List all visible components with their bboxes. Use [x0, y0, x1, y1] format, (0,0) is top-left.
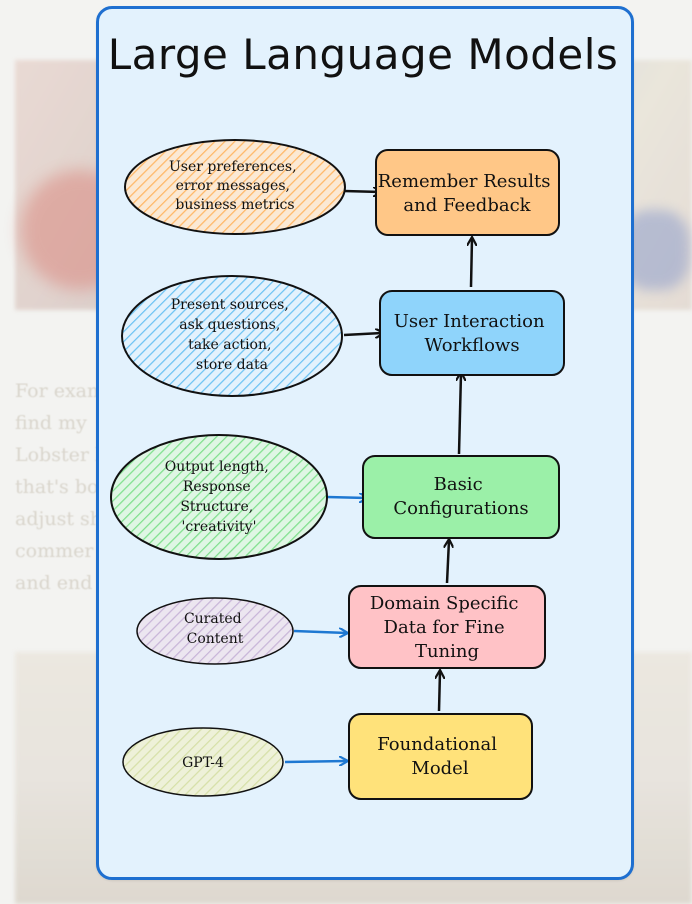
- node-domain-line-1: Domain Specific: [370, 593, 519, 614]
- input-config-line-2: Response: [183, 479, 251, 495]
- edge-content-input: [293, 631, 347, 633]
- svg-text:GPT-4: GPT-4: [182, 755, 224, 771]
- node-remember-line-1: Remember Results: [378, 171, 551, 192]
- input-gpt[interactable]: GPT-4: [122, 727, 284, 797]
- node-interaction[interactable]: User Interaction Workflows: [379, 290, 565, 376]
- input-config-line-1: Output length,: [165, 459, 269, 475]
- svg-text:Remember Results and F: Remember Results and Feedback: [378, 171, 557, 216]
- edge-feedback-input: [343, 191, 381, 192]
- edge-interaction-to-remember: [471, 238, 472, 288]
- input-gpt-line-1: GPT-4: [182, 755, 224, 771]
- background-line: and end: [15, 572, 93, 594]
- background-line: find my: [15, 412, 87, 434]
- svg-text:Output length, Respons: Output length, Response Structure, 'crea…: [165, 459, 273, 535]
- edge-workflow-input: [343, 333, 383, 335]
- input-workflow[interactable]: Present sources, ask questions, take act…: [121, 275, 343, 397]
- svg-text:Curated Content: Curated Content: [184, 611, 246, 647]
- input-content-line-1: Curated: [184, 611, 242, 627]
- node-remember-line-2: and Feedback: [403, 195, 531, 216]
- background-line: For exam y: [15, 380, 122, 402]
- background-line: that's bo n: [15, 476, 117, 498]
- svg-text:Foundational Model: Foundational Model: [377, 734, 502, 779]
- input-feedback-line-1: User preferences,: [169, 159, 297, 175]
- input-config-line-3: Structure,: [180, 499, 253, 515]
- node-remember[interactable]: Remember Results and Feedback: [375, 149, 560, 236]
- node-config-line-2: Configurations: [393, 498, 528, 519]
- diagram-title: Large Language Models: [108, 30, 619, 79]
- input-config[interactable]: Output length, Response Structure, 'crea…: [110, 434, 328, 560]
- edge-gpt-input: [284, 761, 347, 762]
- edges-layer: [439, 238, 472, 712]
- node-domain-line-2: Data for Fine: [384, 617, 505, 638]
- input-feedback-line-2: error messages,: [176, 178, 290, 194]
- input-config-line-4: 'creativity': [182, 519, 257, 535]
- input-feedback-line-3: business metrics: [175, 197, 294, 213]
- svg-text:Basic Configurations: Basic Configurations: [393, 474, 528, 519]
- edge-config-input: [326, 497, 367, 498]
- svg-text:Present sources, ask q: Present sources, ask questions, take act…: [171, 297, 294, 373]
- node-domain-line-3: Tuning: [415, 641, 479, 662]
- node-foundation-line-1: Foundational: [377, 734, 497, 755]
- node-interaction-line-2: Workflows: [424, 335, 519, 356]
- input-feedback[interactable]: User preferences, error messages, busine…: [124, 139, 346, 235]
- node-foundation[interactable]: Foundational Model: [348, 713, 533, 800]
- diagram-card[interactable]: Large Language Models Remember Results a…: [96, 6, 634, 880]
- edge-config-to-interaction: [459, 373, 461, 455]
- node-domain[interactable]: Domain Specific Data for Fine Tuning: [348, 585, 546, 669]
- node-interaction-line-1: User Interaction: [394, 311, 545, 332]
- node-config-line-1: Basic: [434, 474, 483, 495]
- input-content[interactable]: Curated Content: [136, 597, 294, 665]
- input-workflow-line-3: take action,: [188, 337, 271, 353]
- node-config[interactable]: Basic Configurations: [362, 455, 560, 539]
- svg-text:Domain Specific Data f: Domain Specific Data for Fine Tuning: [370, 593, 524, 662]
- diagram-canvas: Large Language Models Remember Results a…: [108, 30, 619, 800]
- edge-domain-to-config: [447, 540, 449, 584]
- input-arrows-layer: [284, 191, 383, 762]
- svg-text:User Interaction Workf: User Interaction Workflows: [394, 311, 551, 356]
- node-foundation-line-2: Model: [411, 758, 468, 779]
- input-workflow-line-2: ask questions,: [179, 317, 280, 333]
- input-workflow-line-1: Present sources,: [171, 297, 289, 313]
- edge-foundation-to-domain: [439, 671, 440, 712]
- svg-text:User preferences, erro: User preferences, error messages, busine…: [169, 159, 301, 213]
- input-workflow-line-4: store data: [196, 357, 268, 373]
- input-content-line-2: Content: [187, 631, 244, 647]
